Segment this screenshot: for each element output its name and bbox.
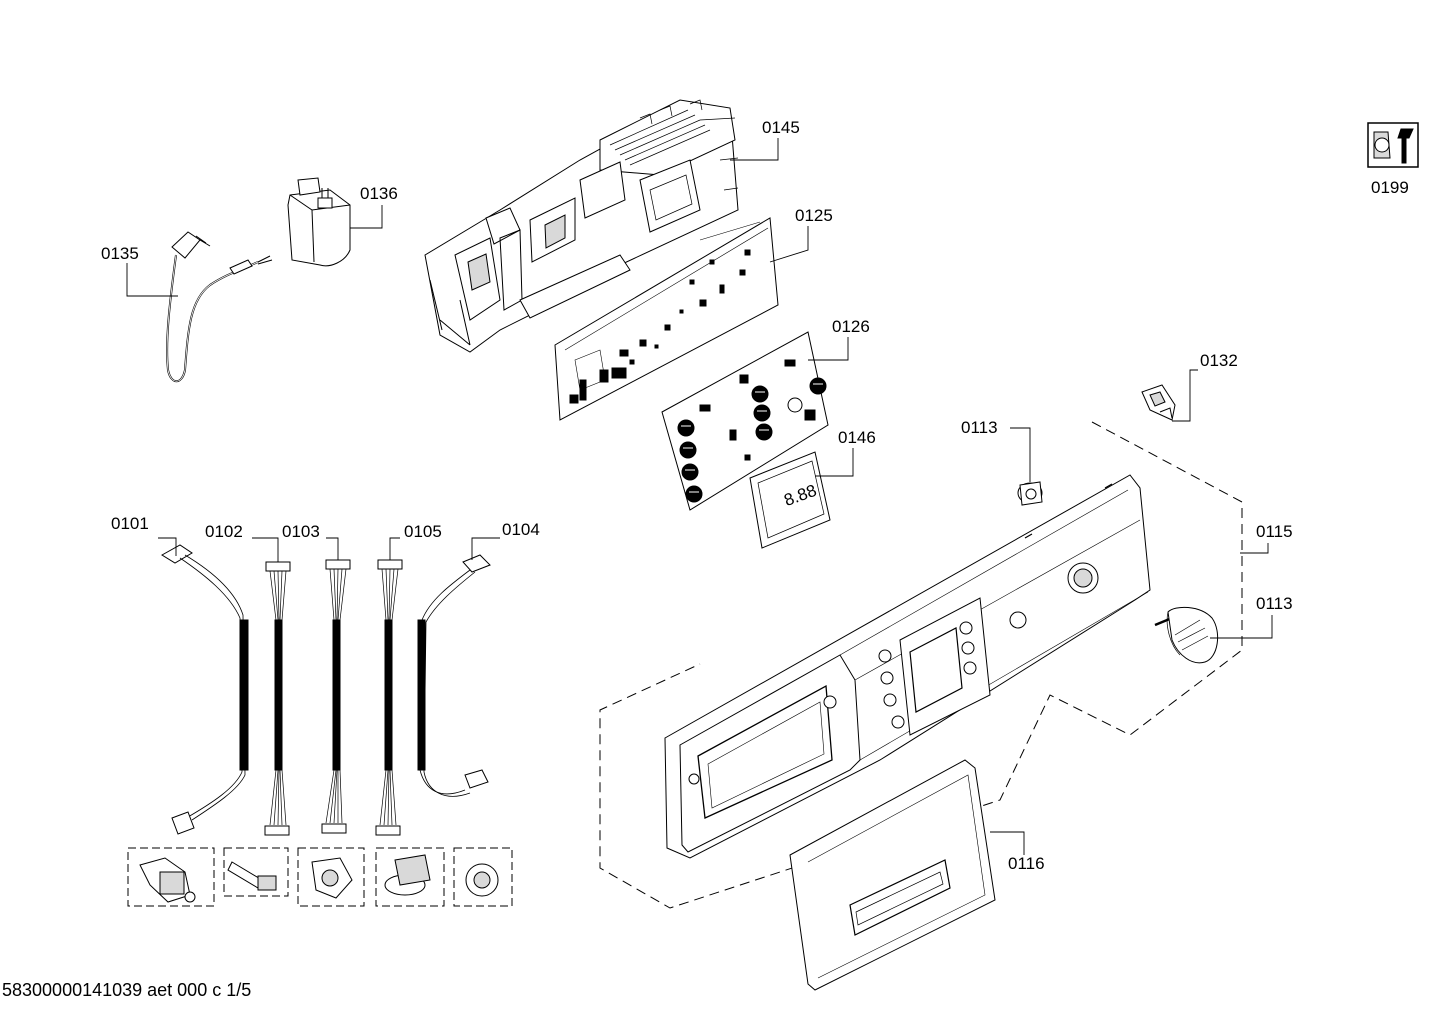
label-0102: 0102 [205, 522, 243, 541]
power-cord-part[interactable] [166, 231, 273, 383]
label-0101: 0101 [111, 514, 149, 533]
cable-harness-0102[interactable] [264, 561, 291, 836]
module-housing-part[interactable] [424, 99, 739, 353]
program-knob-part[interactable] [1154, 606, 1219, 664]
label-0146: 0146 [838, 428, 876, 447]
control-panel-fascia-part[interactable] [664, 474, 1151, 859]
drawer-handle-part[interactable] [789, 759, 996, 991]
fascia-assembly-frame [599, 421, 1243, 909]
component-box-1[interactable] [127, 847, 215, 907]
label-0136: 0136 [360, 184, 398, 203]
component-box-2[interactable] [223, 847, 289, 897]
label-0145: 0145 [762, 118, 800, 137]
label-0125: 0125 [795, 206, 833, 225]
control-pcb-part[interactable] [661, 331, 829, 511]
cable-harness-0103[interactable] [321, 559, 351, 834]
label-0104: 0104 [502, 520, 540, 539]
cable-harness-0105[interactable] [375, 559, 403, 836]
part-labels: 0145 0136 0135 0125 0126 0132 0113 0146 … [101, 118, 1409, 873]
service-tool-icon[interactable] [1367, 122, 1419, 168]
component-box-4[interactable] [375, 847, 445, 907]
clip-part[interactable] [1141, 384, 1176, 421]
component-box-3[interactable] [297, 847, 365, 907]
label-0105: 0105 [404, 522, 442, 541]
label-0103: 0103 [282, 522, 320, 541]
display-board-part[interactable]: 8.88 [749, 451, 831, 549]
label-0199: 0199 [1371, 178, 1409, 197]
label-0116: 0116 [1008, 854, 1045, 873]
label-0115: 0115 [1256, 522, 1293, 541]
component-box-5[interactable] [453, 847, 513, 907]
label-0132: 0132 [1200, 351, 1238, 370]
label-0113-lower: 0113 [1256, 594, 1293, 613]
filter-capacitor-part[interactable] [287, 177, 351, 267]
leader-lines [126, 138, 1273, 855]
label-0113-upper: 0113 [961, 418, 998, 437]
label-0135: 0135 [101, 244, 139, 263]
document-footer-code: 58300000141039 aet 000 c 1/5 [2, 980, 252, 1000]
power-pcb-part[interactable] [554, 217, 779, 421]
knob-shaft-part[interactable] [1017, 481, 1043, 506]
cable-harness-0101[interactable] [161, 544, 249, 835]
cable-harness-0104[interactable] [417, 554, 491, 797]
label-0126: 0126 [832, 317, 870, 336]
